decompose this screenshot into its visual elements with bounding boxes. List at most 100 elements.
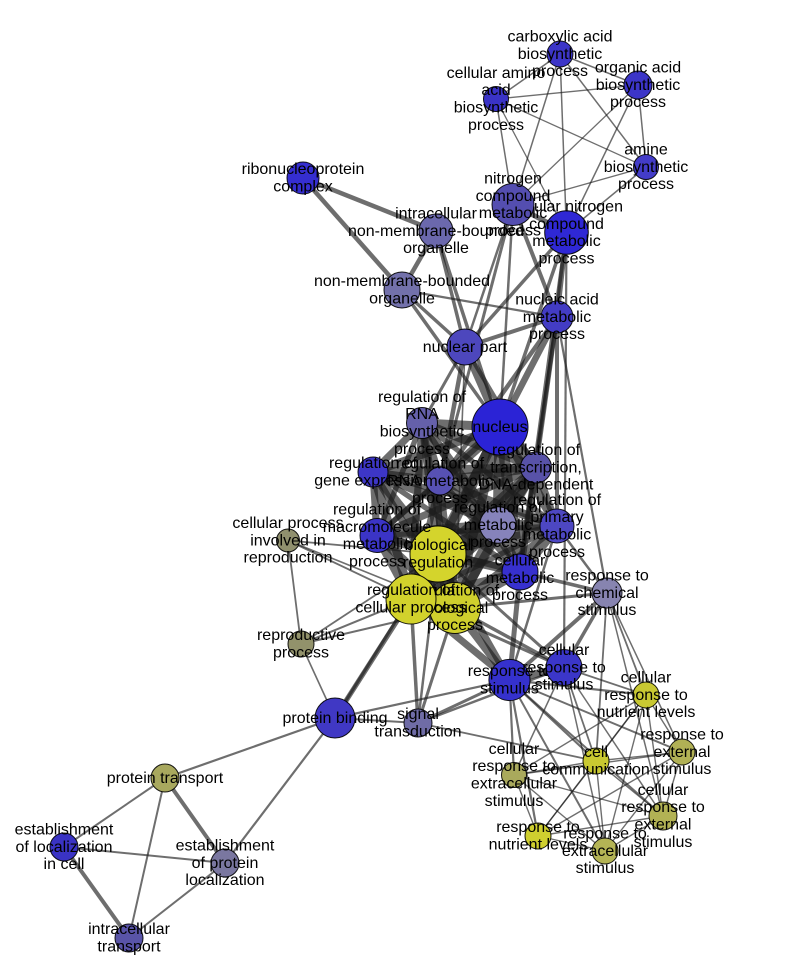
svg-text:process: process [610, 94, 666, 111]
svg-text:external: external [635, 817, 692, 834]
svg-text:response to: response to [563, 826, 647, 843]
svg-text:regulation of: regulation of [367, 582, 456, 599]
svg-text:acid: acid [481, 82, 510, 99]
svg-text:stimulus: stimulus [634, 834, 693, 851]
svg-text:organic acid: organic acid [595, 60, 681, 77]
svg-text:communication: communication [542, 762, 650, 779]
svg-text:response to: response to [621, 799, 705, 816]
svg-text:primary: primary [530, 509, 583, 526]
svg-text:cellular: cellular [621, 670, 672, 687]
svg-text:involved in: involved in [250, 532, 326, 549]
svg-text:carboxylic acid: carboxylic acid [508, 29, 613, 46]
svg-text:process: process [470, 534, 526, 551]
svg-text:process: process [349, 553, 405, 570]
svg-text:organelle: organelle [369, 291, 435, 308]
svg-text:nutrient levels: nutrient levels [597, 704, 696, 721]
svg-text:response to: response to [604, 687, 688, 704]
svg-text:in cell: in cell [44, 856, 85, 873]
svg-text:DNA-dependent: DNA-dependent [479, 477, 594, 494]
svg-text:stimulus: stimulus [535, 677, 594, 694]
svg-text:cellular: cellular [495, 553, 546, 570]
svg-text:signal: signal [397, 706, 439, 723]
svg-text:cellular: cellular [638, 782, 689, 799]
svg-text:stimulus: stimulus [578, 602, 637, 619]
svg-text:nitrogen: nitrogen [484, 171, 542, 188]
svg-text:nutrient levels: nutrient levels [489, 837, 588, 854]
svg-text:regulation of: regulation of [333, 502, 422, 519]
svg-text:response to: response to [468, 663, 552, 680]
svg-text:metabolic: metabolic [523, 527, 591, 544]
svg-text:localization: localization [185, 872, 264, 889]
svg-text:intracellular: intracellular [395, 206, 477, 223]
svg-text:gene expression: gene expression [314, 473, 431, 490]
svg-text:process: process [427, 617, 483, 634]
svg-text:response to: response to [496, 819, 580, 836]
svg-text:transcription,: transcription, [490, 459, 582, 476]
svg-text:cellular: cellular [539, 642, 590, 659]
svg-text:response to: response to [522, 659, 606, 676]
svg-text:establishment: establishment [15, 822, 114, 839]
svg-text:RNA metabolic: RNA metabolic [387, 473, 493, 490]
svg-text:establishment: establishment [176, 838, 275, 855]
svg-text:metabolic: metabolic [532, 233, 600, 250]
svg-text:chemical: chemical [575, 585, 638, 602]
svg-text:process: process [394, 441, 450, 458]
svg-text:process: process [468, 117, 524, 134]
svg-text:of localization: of localization [16, 839, 113, 856]
svg-text:cellular amino: cellular amino [447, 65, 546, 82]
svg-text:ribonucleoprotein: ribonucleoprotein [242, 161, 365, 178]
svg-text:compound: compound [529, 216, 604, 233]
svg-text:process: process [529, 544, 585, 561]
svg-text:response to: response to [472, 758, 556, 775]
svg-text:organelle: organelle [403, 240, 469, 257]
svg-text:cellular process: cellular process [232, 515, 343, 532]
svg-text:regulation of: regulation of [396, 456, 485, 473]
svg-text:nucleic acid: nucleic acid [515, 292, 599, 309]
svg-text:biosynthetic: biosynthetic [380, 424, 465, 441]
svg-text:regulation: regulation [403, 555, 473, 572]
svg-text:process: process [538, 250, 594, 267]
svg-text:process: process [273, 645, 329, 662]
svg-text:metabolic: metabolic [343, 536, 411, 553]
svg-text:biosynthetic: biosynthetic [518, 46, 603, 63]
svg-text:cellular process: cellular process [355, 600, 466, 617]
svg-text:transport: transport [97, 939, 161, 956]
svg-text:macromolecule: macromolecule [323, 519, 432, 536]
svg-text:cellular nitrogen: cellular nitrogen [510, 199, 623, 216]
svg-text:biosynthetic: biosynthetic [596, 77, 681, 94]
svg-text:regulation of: regulation of [378, 389, 467, 406]
svg-text:process: process [529, 326, 585, 343]
svg-text:response to: response to [640, 727, 724, 744]
svg-text:metabolic: metabolic [523, 309, 591, 326]
svg-text:biological: biological [405, 537, 472, 554]
svg-text:intracellular: intracellular [88, 921, 170, 938]
svg-text:nuclear part: nuclear part [423, 339, 508, 356]
svg-text:biosynthetic: biosynthetic [454, 100, 539, 117]
svg-text:regulation of: regulation of [513, 492, 602, 509]
svg-text:metabolic: metabolic [464, 517, 532, 534]
svg-text:extracellular: extracellular [471, 776, 558, 793]
svg-text:non-membrane-bounded: non-membrane-bounded [348, 223, 524, 240]
svg-text:of protein: of protein [192, 855, 259, 872]
svg-text:stimulus: stimulus [485, 793, 544, 810]
svg-text:stimulus: stimulus [653, 761, 712, 778]
svg-text:process: process [618, 176, 674, 193]
svg-text:non-membrane-bounded: non-membrane-bounded [314, 273, 490, 290]
svg-text:biosynthetic: biosynthetic [604, 159, 689, 176]
svg-text:response to: response to [565, 568, 649, 585]
svg-text:stimulus: stimulus [576, 860, 635, 877]
svg-text:metabolic: metabolic [486, 570, 554, 587]
svg-text:reproductive: reproductive [257, 627, 345, 644]
svg-text:reproduction: reproduction [244, 550, 333, 567]
svg-text:process: process [492, 587, 548, 604]
svg-text:compound: compound [476, 188, 551, 205]
svg-text:process: process [485, 222, 541, 239]
svg-text:extracellular: extracellular [562, 843, 649, 860]
svg-text:complex: complex [273, 179, 333, 196]
svg-text:stimulus: stimulus [480, 681, 539, 698]
svg-text:process: process [412, 490, 468, 507]
svg-text:protein binding: protein binding [283, 710, 388, 727]
svg-text:metabolic: metabolic [479, 205, 547, 222]
svg-text:transduction: transduction [374, 724, 461, 741]
svg-text:regulation of: regulation of [492, 442, 581, 459]
